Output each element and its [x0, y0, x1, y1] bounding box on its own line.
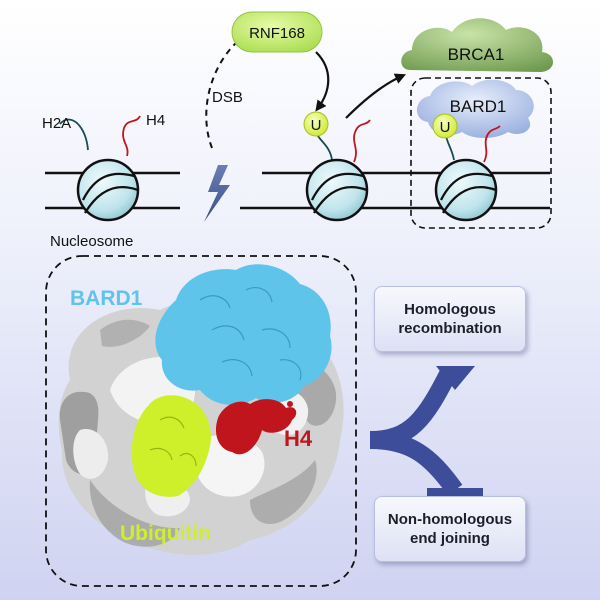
ubiquitin-bead-label-middle: U — [311, 117, 322, 134]
brca1-label: BRCA1 — [448, 45, 505, 64]
lightning-bolt-icon — [204, 165, 230, 222]
h2a-tail — [59, 118, 89, 151]
h4-structure-label: H4 — [284, 426, 313, 451]
hr-arrowhead — [436, 366, 475, 390]
bard1-top-label: BARD1 — [450, 97, 507, 116]
ubiquitin-bead-label-right: U — [440, 119, 451, 136]
ubiquitin-structure-label: Ubiquitin — [120, 522, 211, 545]
h2a-label: H2A — [42, 115, 71, 132]
hr-outcome-box: Homologous recombination — [374, 286, 526, 352]
h4-label: H4 — [146, 112, 165, 129]
structure-dashed-box — [45, 255, 357, 587]
rnf168-bubble — [231, 11, 323, 53]
rnf168-label: RNF168 — [249, 25, 305, 42]
nucleosome-left — [59, 115, 141, 222]
pathway-fork-down — [369, 431, 463, 496]
rnf168-arrow — [315, 51, 330, 112]
ubiquitin-bead-middle — [303, 111, 329, 137]
nhej-outcome-box: Non-homologous end joining — [374, 496, 526, 562]
pathway-fork-up — [369, 365, 459, 449]
h4-tail — [122, 115, 141, 157]
nucleosome-right — [434, 125, 501, 222]
bard1-structure-label: BARD1 — [70, 287, 143, 310]
ubiquitin-bead-right — [432, 113, 458, 139]
complex-dashed-box — [410, 77, 552, 229]
dsb-dashed-arrow — [205, 33, 248, 149]
nucleosome-structure — [58, 264, 344, 555]
brca1-cloud — [401, 18, 554, 72]
nucleosome-middle — [305, 119, 371, 222]
nucleosome-label: Nucleosome — [50, 233, 133, 250]
dsb-label: DSB — [212, 89, 243, 106]
recruitment-arrow — [345, 73, 407, 119]
